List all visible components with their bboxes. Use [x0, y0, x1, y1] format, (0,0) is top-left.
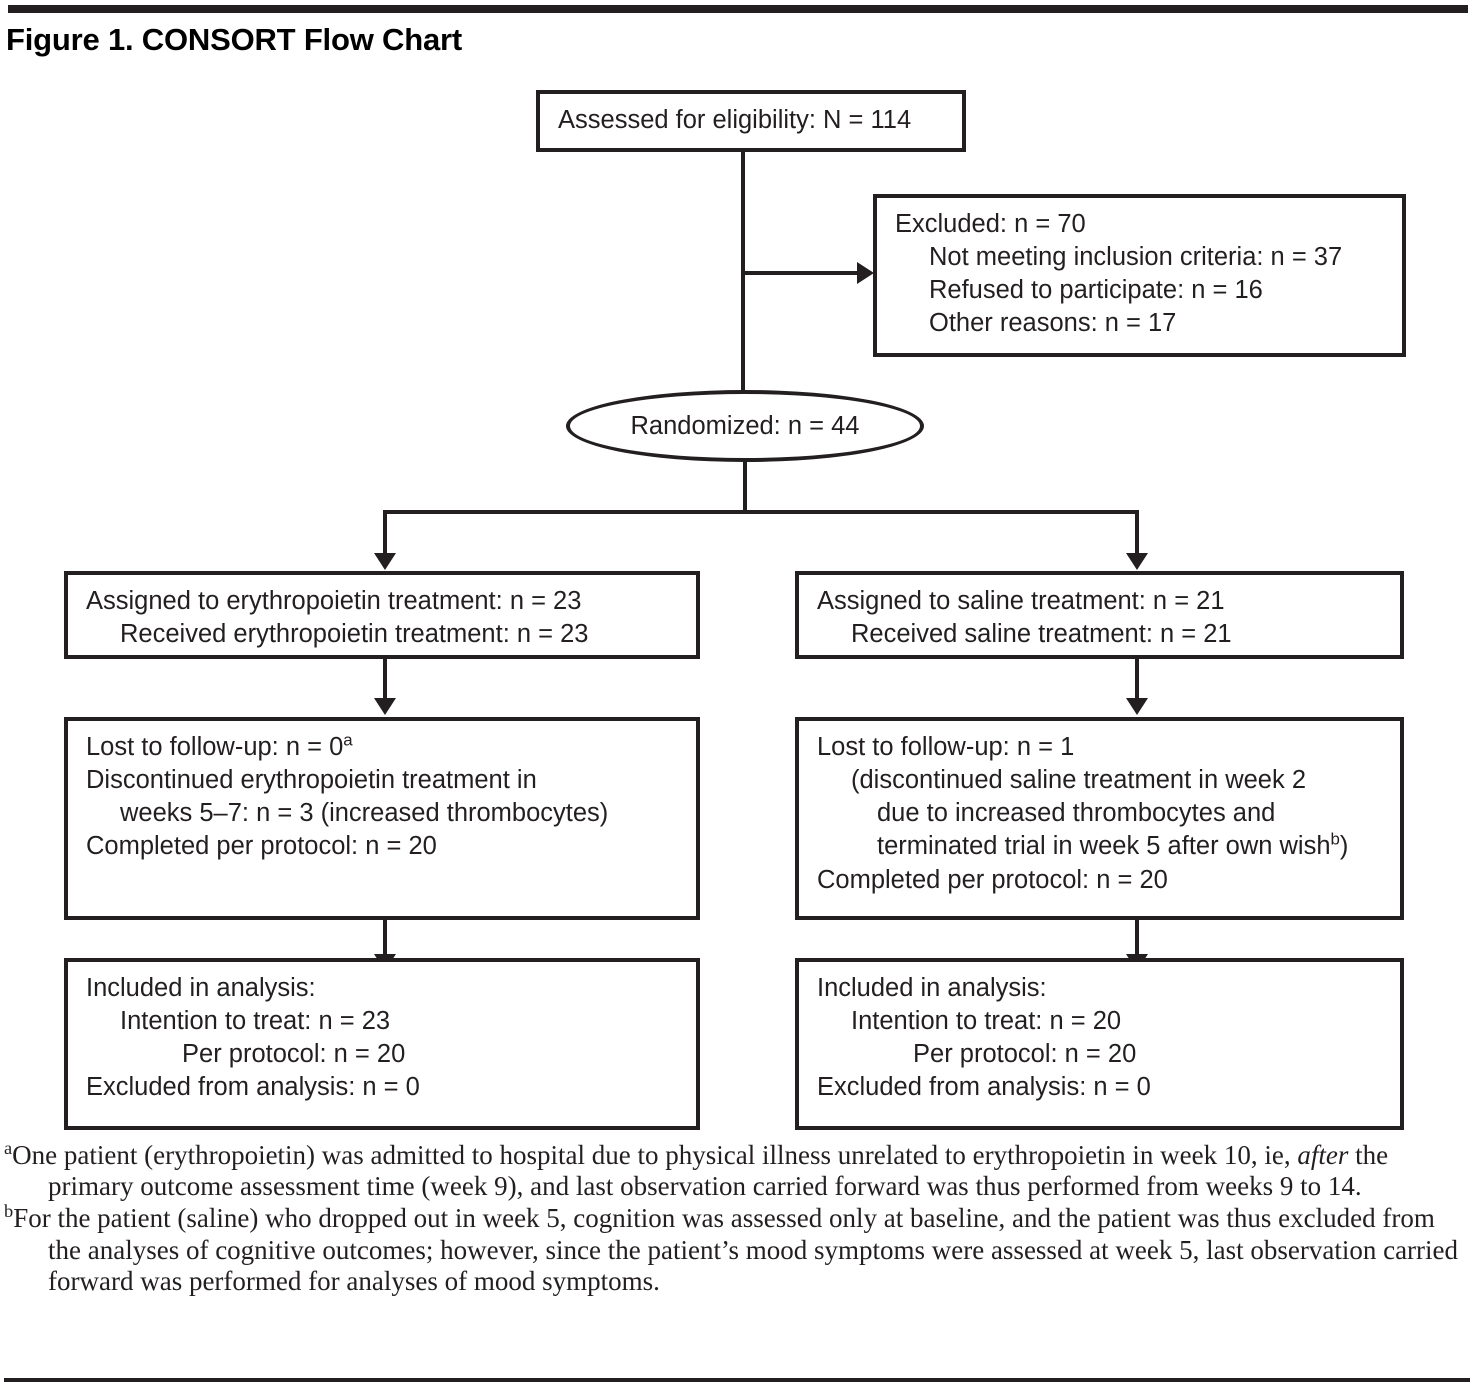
followup-saline-line-5: Completed per protocol: n = 20 [817, 865, 1168, 894]
connector-assigned-saline-to-followup [1135, 659, 1139, 699]
arrow-to-excluded-icon [857, 262, 874, 284]
bottom-divider-rule [4, 1378, 1470, 1382]
footnote-a-marker: a [4, 1138, 13, 1158]
followup-saline-line-4: terminated trial in week 5 after own wis… [877, 829, 1349, 861]
analysis-saline-line-1: Included in analysis: [817, 974, 1047, 1002]
connector-followup-saline-to-analysis [1135, 920, 1139, 955]
footnote-b-marker: b [4, 1201, 14, 1222]
footnote-b: bFor the patient (saline) who dropped ou… [4, 1201, 1470, 1297]
assessed-line-1: Assessed for eligibility: N = 114 [558, 106, 912, 134]
excluded-line-1: Excluded: n = 70 [895, 210, 1086, 238]
node-analysis-erythropoietin: Included in analysis: Intention to treat… [64, 958, 700, 1130]
node-excluded: Excluded: n = 70 Not meeting inclusion c… [873, 194, 1406, 357]
footnote-marker-b-ref: b [1330, 829, 1340, 849]
footnote-a: aOne patient (erythropoietin) was admitt… [4, 1138, 1470, 1202]
footnote-a-text-1: One patient (erythropoietin) was admitte… [12, 1140, 1298, 1170]
footnotes: aOne patient (erythropoietin) was admitt… [4, 1138, 1470, 1298]
followup-saline-line-3: due to increased thrombocytes and [877, 799, 1276, 828]
followup-epo-line-4: Completed per protocol: n = 20 [86, 832, 437, 861]
followup-epo-line-1: Lost to follow-up: n = 0a [86, 730, 353, 761]
randomized-label: Randomized: n = 44 [630, 411, 860, 440]
arrow-to-followup-saline-icon [1126, 698, 1148, 715]
excluded-line-2: Not meeting inclusion criteria: n = 37 [929, 243, 1343, 272]
analysis-epo-line-3: Per protocol: n = 20 [182, 1040, 406, 1069]
analysis-saline-line-2: Intention to treat: n = 20 [851, 1007, 1122, 1036]
analysis-saline-line-4: Excluded from analysis: n = 0 [817, 1073, 1151, 1102]
assigned-epo-line-2: Received erythropoietin treatment: n = 2… [120, 620, 589, 649]
node-followup-saline: Lost to follow-up: n = 1 (discontinued s… [795, 717, 1404, 920]
connector-followup-epo-to-analysis [383, 920, 387, 955]
footnote-marker-a-ref: a [343, 730, 353, 750]
excluded-line-3: Refused to participate: n = 16 [929, 276, 1263, 305]
excluded-line-4: Other reasons: n = 17 [929, 309, 1177, 338]
assigned-saline-line-2: Received saline treatment: n = 21 [851, 620, 1232, 649]
followup-saline-line-2: (discontinued saline treatment in week 2 [851, 766, 1307, 795]
node-assessed-for-eligibility: Assessed for eligibility: N = 114 [536, 90, 966, 152]
connector-assessed-to-excluded [741, 271, 859, 275]
connector-assigned-epo-to-followup [383, 659, 387, 699]
footnote-a-italic: after [1297, 1140, 1349, 1170]
connector-randomized-to-saline [1135, 510, 1139, 554]
analysis-epo-line-1: Included in analysis: [86, 974, 316, 1002]
analysis-epo-line-2: Intention to treat: n = 23 [120, 1007, 391, 1036]
node-randomized: Randomized: n = 44 [566, 390, 924, 462]
top-divider-rule [8, 5, 1468, 13]
footnote-a-text-2: the primary outcome assessment time (wee… [48, 1140, 1389, 1202]
assigned-saline-line-1: Assigned to saline treatment: n = 21 [817, 587, 1225, 615]
connector-randomized-to-epo [383, 510, 387, 554]
followup-saline-line-1: Lost to follow-up: n = 1 [817, 733, 1075, 761]
node-followup-erythropoietin: Lost to follow-up: n = 0a Discontinued e… [64, 717, 700, 920]
analysis-saline-line-3: Per protocol: n = 20 [913, 1040, 1137, 1069]
footnote-b-text: For the patient (saline) who dropped out… [13, 1203, 1459, 1296]
followup-epo-line-3: weeks 5–7: n = 3 (increased thrombocytes… [120, 799, 609, 828]
analysis-epo-line-4: Excluded from analysis: n = 0 [86, 1073, 420, 1102]
node-analysis-saline: Included in analysis: Intention to treat… [795, 958, 1404, 1130]
page-title: Figure 1. CONSORT Flow Chart [6, 22, 462, 57]
followup-epo-line-2: Discontinued erythropoietin treatment in [86, 766, 537, 795]
connector-randomized-split [383, 510, 1139, 514]
node-assigned-saline: Assigned to saline treatment: n = 21 Rec… [795, 571, 1404, 659]
arrow-to-assigned-epo-icon [374, 553, 396, 570]
arrow-to-assigned-saline-icon [1126, 553, 1148, 570]
node-assigned-erythropoietin: Assigned to erythropoietin treatment: n … [64, 571, 700, 659]
arrow-to-followup-epo-icon [374, 698, 396, 715]
assigned-epo-line-1: Assigned to erythropoietin treatment: n … [86, 587, 582, 615]
connector-randomized-stem [743, 459, 747, 513]
